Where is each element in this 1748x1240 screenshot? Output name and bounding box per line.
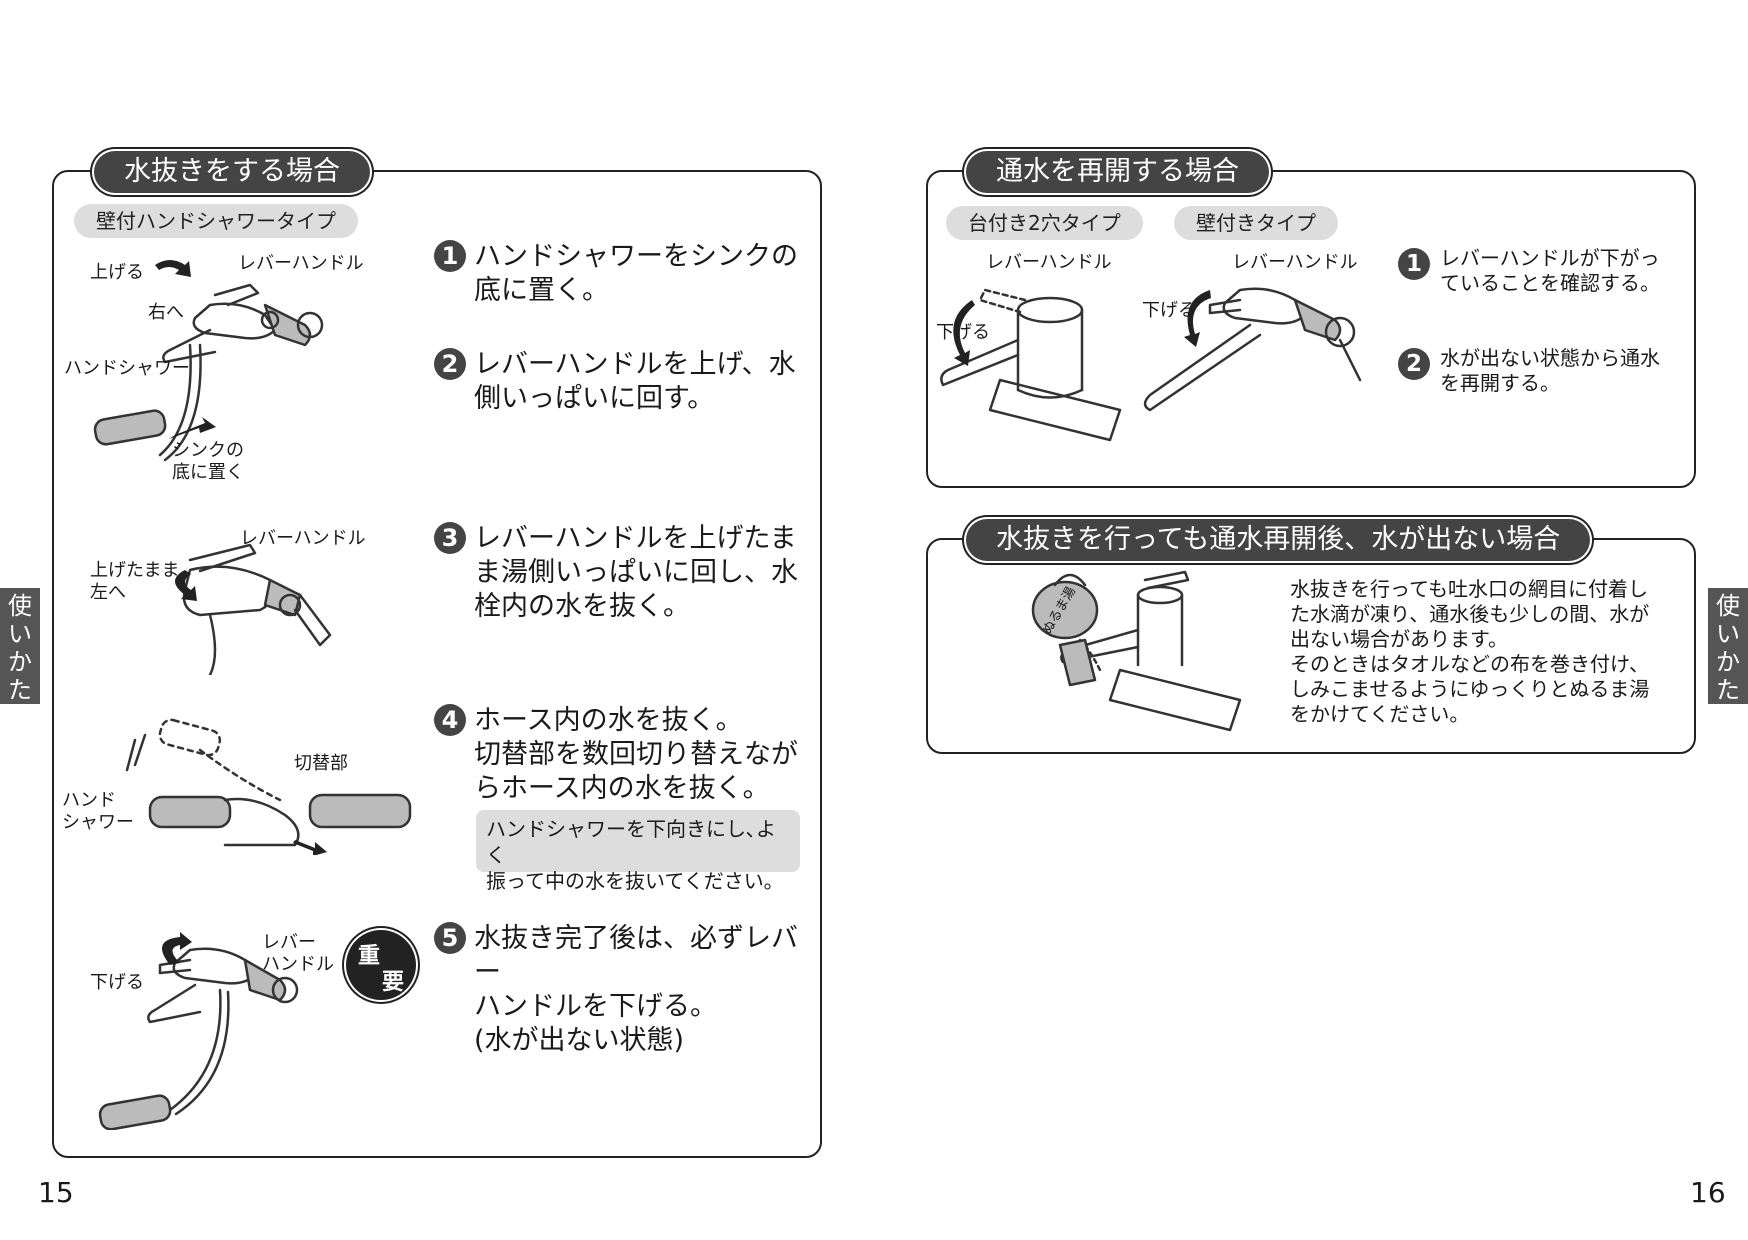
fig4-lever-label-1: レバー	[262, 932, 316, 953]
fig4-lever-label-2: ハンドル	[262, 954, 334, 975]
deck-faucet-illustration	[940, 288, 1122, 442]
left-step-1: 1 ハンドシャワーをシンクの底に置く。	[434, 240, 804, 310]
right-step-2: 2 水が出ない状態から通水を再開する。	[1398, 346, 1688, 406]
step-number-3: 3	[434, 522, 466, 554]
kettle-faucet-illustration	[1031, 570, 1242, 732]
fig3-handshower-label-2: シャワー	[62, 812, 134, 833]
right-section1-title: 通水を再開する場合	[966, 151, 1269, 193]
type-label-wall: 壁付きタイプ	[1174, 206, 1338, 240]
step-1-line-1: ハンドシャワーをシンクの	[474, 241, 798, 272]
step-2-line-1: レバーハンドルを上げ、水	[474, 349, 796, 380]
wall-lower-label: 下げる	[1142, 300, 1196, 321]
step-3-line-1: レバーハンドルを上げたま	[474, 523, 797, 554]
step-number-4: 4	[434, 704, 466, 736]
fig3-switch-label: 切替部	[294, 753, 348, 774]
fig1-lever-label: レバーハンドル	[238, 253, 364, 274]
note-line-2: 振って中の水を抜いてください｡	[486, 869, 774, 893]
faucet-illustration-2	[175, 543, 332, 675]
fig1-sink-label-2: 底に置く	[172, 462, 244, 483]
step-number-2: 2	[434, 348, 466, 380]
left-step-5: 5 水抜き完了後は、必ずレバーハンドルを下げる。(水が出ない状態)	[434, 922, 814, 1056]
left-step-3: 3 レバーハンドルを上げたまま湯側いっぱいに回し、水栓内の水を抜く。	[434, 522, 814, 627]
fig2-left-label-1: 上げたまま	[90, 560, 180, 581]
right-step-2-line-2: を再開する。	[1440, 371, 1560, 395]
step-3-line-2: ま湯側いっぱいに回し、水	[474, 557, 798, 588]
fig2-lever-label: レバーハンドル	[240, 528, 366, 549]
step-5-line-3: (水が出ない状態)	[474, 1025, 685, 1056]
step-4-line-2: 切替部を数回切り替えなが	[474, 739, 798, 770]
right-step-1: 1 レバーハンドルが下がっていることを確認する。	[1398, 246, 1688, 306]
step-1-line-2: 底に置く。	[474, 275, 609, 306]
right-step-number-2: 2	[1398, 348, 1430, 380]
wall-lever-label: レバーハンドル	[1232, 252, 1358, 273]
shake-water-note: ハンドシャワーを下向きにし､よく 振って中の水を抜いてください｡	[476, 810, 800, 893]
faucet-illustration-1	[93, 260, 324, 462]
step-5-line-1: 水抜き完了後は、必ずレバー	[474, 923, 798, 988]
right-section2-title: 水抜きを行っても通水再開後、水が出ない場合	[966, 519, 1591, 561]
left-page-number: 15	[38, 1176, 74, 1209]
step-number-5: 5	[434, 922, 466, 954]
fig2-left-label-2: 左へ	[90, 582, 126, 603]
no-water-explanation: 水抜きを行っても吐水口の網目に付着し た水滴が凍り、通水後も少しの間、水が 出な…	[1290, 577, 1650, 726]
important-badge: 重 要	[346, 930, 416, 1000]
deck-lower-label: 下げる	[936, 322, 990, 343]
right-step-2-line-1: 水が出ない状態から通水	[1440, 346, 1660, 370]
handshower-shake-illustration	[125, 718, 412, 855]
left-step-4: 4 ホース内の水を抜く。切替部を数回切り替えながらホース内の水を抜く。	[434, 704, 814, 809]
fig4-lower-label: 下げる	[90, 972, 144, 993]
left-step-2: 2 レバーハンドルを上げ、水側いっぱいに回す。	[434, 348, 804, 418]
deck-lever-label: レバーハンドル	[986, 252, 1112, 273]
right-step-1-line-1: レバーハンドルが下がっ	[1440, 246, 1660, 270]
faucet-illustration-4	[98, 932, 299, 1130]
fig3-handshower-label-1: ハンド	[62, 790, 116, 811]
type-label-wall-handshower: 壁付ハンドシャワータイプ	[74, 204, 358, 238]
step-5-line-2: ハンドルを下げる。	[474, 991, 717, 1022]
type-label-deck-2hole: 台付き2穴タイプ	[946, 206, 1143, 240]
fig1-raise-label: 上げる	[90, 262, 144, 283]
note-line-1: ハンドシャワーを下向きにし､よく	[486, 817, 776, 867]
right-step-1-line-2: ていることを確認する。	[1440, 271, 1660, 295]
fig1-handshower-label: ハンドシャワー	[64, 358, 190, 379]
wall-faucet-illustration	[1143, 287, 1362, 412]
important-badge-bottom: 要	[382, 970, 405, 995]
important-badge-top: 重	[358, 944, 381, 969]
fig1-sink-label-1: シンクの	[172, 440, 244, 461]
fig1-right-label: 右へ	[148, 302, 184, 323]
step-number-1: 1	[434, 240, 466, 272]
step-2-line-2: 側いっぱいに回す。	[474, 383, 715, 414]
right-side-tab: 使いかた	[1708, 588, 1748, 704]
step-3-line-3: 栓内の水を抜く。	[474, 591, 690, 622]
right-page-number: 16	[1690, 1176, 1726, 1209]
right-step-number-1: 1	[1398, 248, 1430, 280]
left-side-tab: 使いかた	[0, 588, 40, 704]
step-4-line-3: らホース内の水を抜く。	[474, 773, 770, 804]
left-section-title: 水抜きをする場合	[94, 151, 370, 193]
right-section2-box	[926, 538, 1696, 754]
step-4-line-1: ホース内の水を抜く。	[474, 705, 743, 736]
